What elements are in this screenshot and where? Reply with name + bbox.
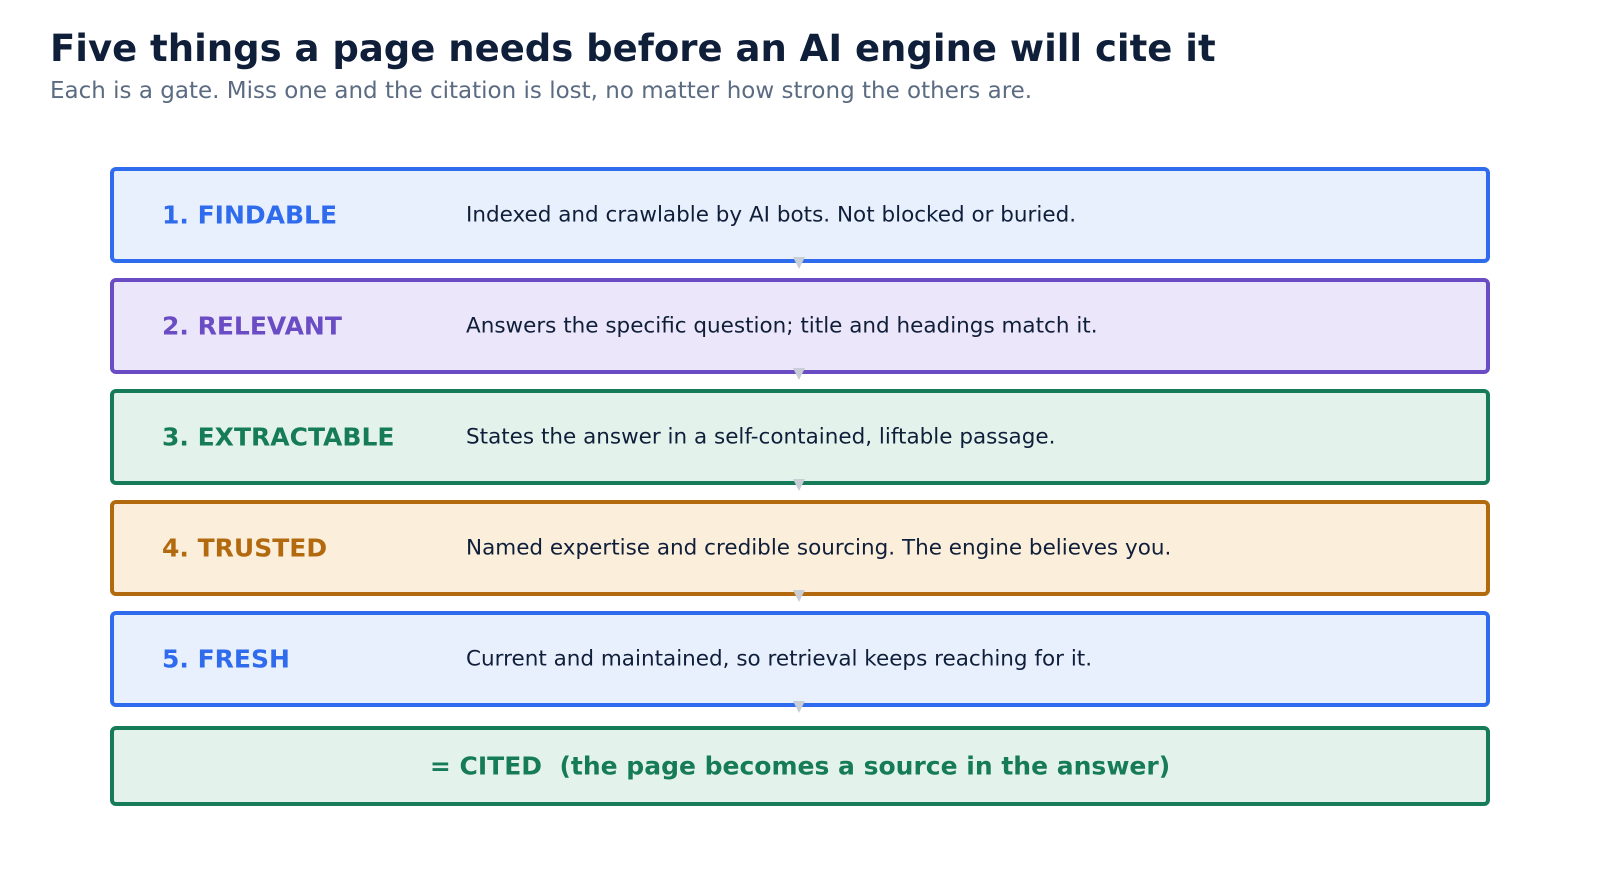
stage-extractable: 3. EXTRACTABLE States the answer in a se… [110,389,1490,485]
flow-arrow-icon [793,479,805,491]
stage-label: 1. FINDABLE [162,200,338,230]
result-text: = CITED (the page becomes a source in th… [429,751,1171,781]
stage-label: 4. TRUSTED [162,533,328,563]
stage-label: 5. FRESH [162,644,290,674]
diagram-title: Five things a page needs before an AI en… [50,27,1216,70]
flow-arrow-icon [793,368,805,380]
stage-description: Current and maintained, so retrieval kee… [466,646,1093,672]
stage-description: Answers the specific question; title and… [466,313,1098,339]
stage-description: States the answer in a self-contained, l… [466,424,1056,450]
stage-findable: 1. FINDABLE Indexed and crawlable by AI … [110,167,1490,263]
result-cited: = CITED (the page becomes a source in th… [110,726,1490,806]
stage-description: Named expertise and credible sourcing. T… [466,535,1172,561]
stage-relevant: 2. RELEVANT Answers the specific questio… [110,278,1490,374]
flow-arrow-icon [793,257,805,269]
diagram-subtitle: Each is a gate. Miss one and the citatio… [50,78,1033,104]
stage-fresh: 5. FRESH Current and maintained, so retr… [110,611,1490,707]
stage-description: Indexed and crawlable by AI bots. Not bl… [466,202,1077,228]
flow-arrow-icon [793,590,805,602]
stage-trusted: 4. TRUSTED Named expertise and credible … [110,500,1490,596]
flow-arrow-icon [793,701,805,713]
stage-label: 2. RELEVANT [162,311,342,341]
stage-label: 3. EXTRACTABLE [162,422,395,452]
